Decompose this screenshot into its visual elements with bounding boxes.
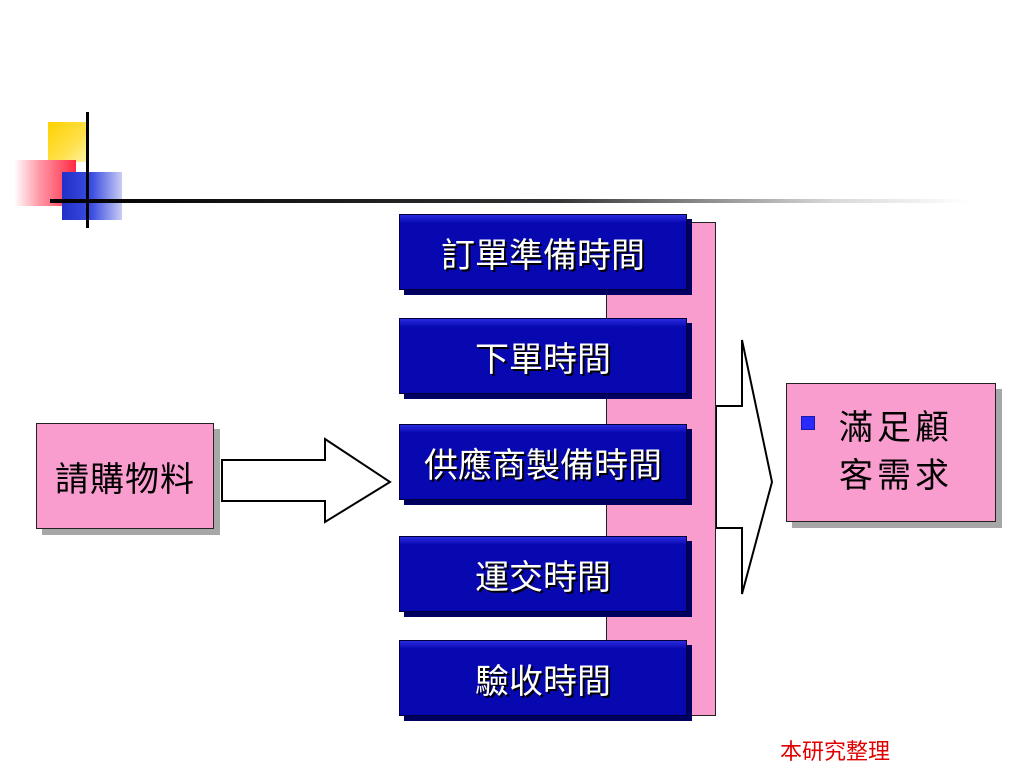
step-label: 驗收時間 — [475, 661, 611, 702]
source-box-label: 請購物料 — [55, 459, 195, 500]
logo-blue-square — [62, 172, 122, 220]
step-supplier-prep: 供應商製備時間 — [399, 424, 687, 500]
bullet-square-icon — [801, 416, 815, 430]
step-label: 運交時間 — [475, 557, 611, 598]
source-caption: 本研究整理 — [780, 740, 891, 765]
goal-arrow — [715, 339, 774, 595]
goal-line-2: 客需求 — [839, 456, 953, 496]
title-rule — [50, 199, 970, 203]
step-inspection: 驗收時間 — [399, 640, 687, 716]
step-delivery: 運交時間 — [399, 536, 687, 612]
goal-box: 滿足顧 客需求 — [786, 383, 996, 522]
step-order-prep: 訂單準備時間 — [399, 214, 687, 290]
step-label: 訂單準備時間 — [441, 235, 645, 276]
source-box: 請購物料 — [36, 423, 214, 529]
step-ordering: 下單時間 — [399, 318, 687, 394]
goal-line-1: 滿足顧 — [839, 408, 953, 448]
logo-yellow-square — [48, 122, 88, 162]
step-label: 下單時間 — [475, 339, 611, 380]
source-arrow — [221, 437, 392, 524]
step-label: 供應商製備時間 — [424, 445, 662, 486]
logo-vertical-line — [86, 112, 89, 228]
